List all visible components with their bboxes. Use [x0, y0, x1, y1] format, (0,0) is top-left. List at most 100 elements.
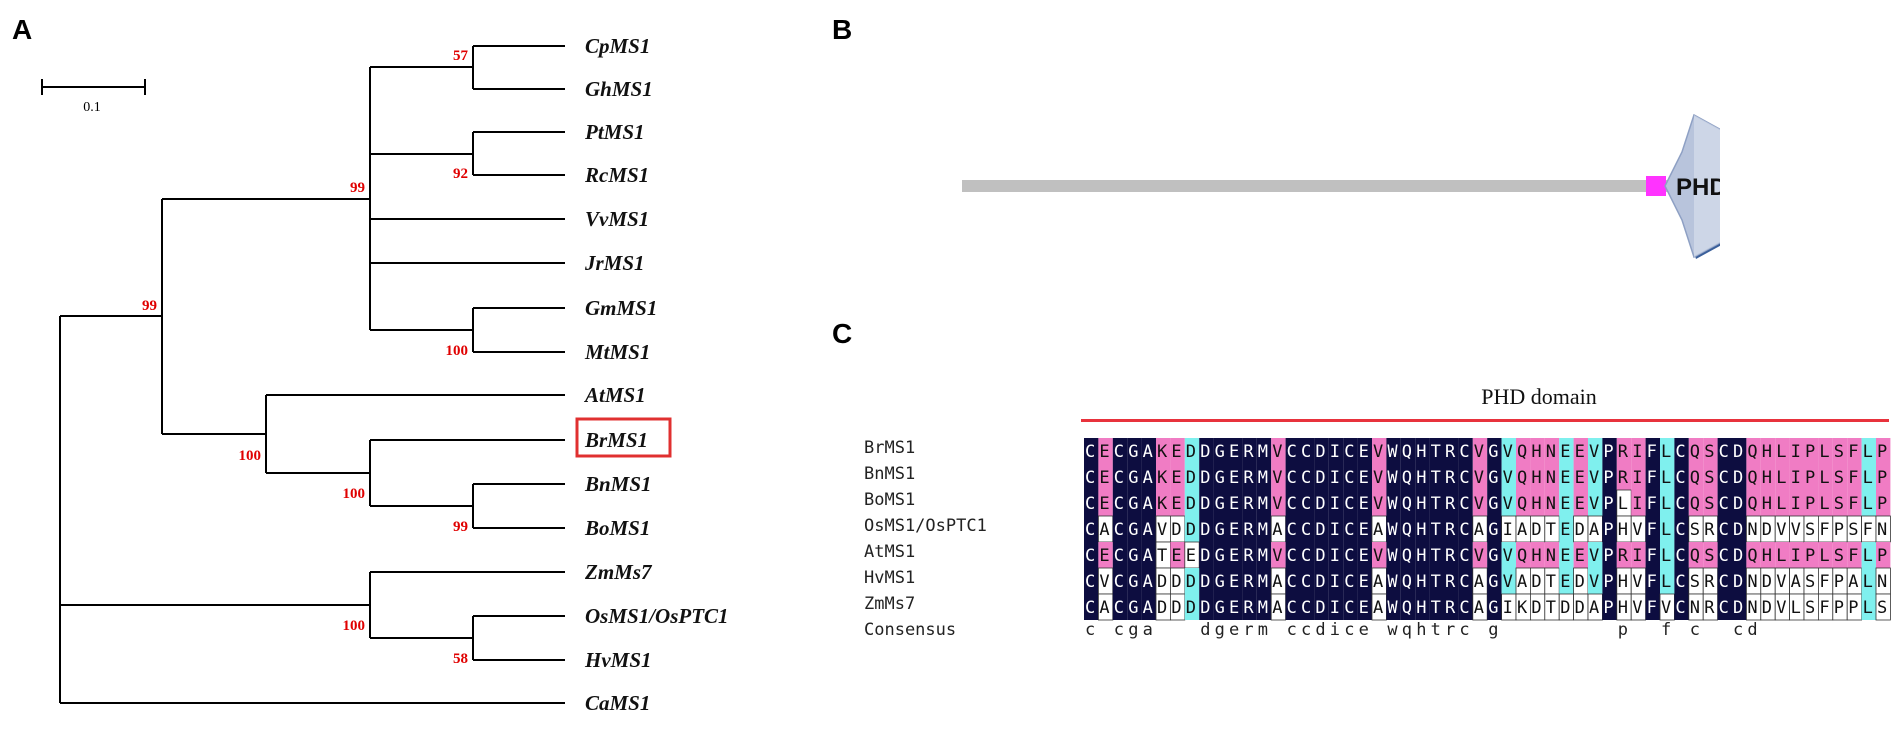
residue-letter: E — [1359, 520, 1369, 540]
residue-letter: S — [1805, 520, 1815, 540]
consensus-letter: f — [1661, 620, 1671, 640]
alignment-cell — [1415, 542, 1430, 568]
residue-letter: G — [1215, 598, 1225, 618]
residue-letter: D — [1200, 572, 1210, 592]
alignment-cell — [1429, 438, 1444, 464]
alignment-cell — [1127, 516, 1142, 542]
alignment-cell — [1487, 516, 1502, 542]
residue-letter: E — [1359, 546, 1369, 566]
leaf-label-highlighted: BrMS1 — [584, 428, 648, 452]
alignment-cell — [1228, 490, 1243, 516]
residue-letter: L — [1661, 442, 1671, 462]
residue-letter: D — [1733, 598, 1743, 618]
residue-letter: P — [1805, 468, 1815, 488]
residue-letter: L — [1776, 442, 1786, 462]
residue-letter: Q — [1690, 468, 1700, 488]
sequence-name: BrMS1 — [864, 438, 915, 458]
alignment-cell — [1141, 438, 1156, 464]
residue-letter: C — [1344, 520, 1354, 540]
residue-letter: S — [1704, 442, 1714, 462]
alignment-cell — [1487, 490, 1502, 516]
residue-letter: R — [1704, 598, 1715, 618]
residue-letter: L — [1819, 494, 1829, 514]
residue-letter: T — [1157, 546, 1167, 566]
consensus-letter: c — [1287, 620, 1297, 640]
residue-letter: D — [1200, 468, 1210, 488]
residue-letter: R — [1445, 598, 1456, 618]
bootstrap-value: 99 — [142, 298, 157, 314]
alignment-cell — [1804, 542, 1819, 568]
residue-letter: V — [1589, 468, 1599, 488]
residue-letter: R — [1243, 546, 1254, 566]
residue-letter: C — [1085, 468, 1095, 488]
alignment-cell — [1501, 542, 1516, 568]
panel-label-b: B — [832, 14, 853, 45]
residue-letter: D — [1531, 520, 1541, 540]
alignment-cell — [1112, 490, 1128, 516]
consensus-letter: w — [1387, 620, 1398, 640]
motif-box — [1646, 176, 1666, 196]
residue-letter: P — [1834, 520, 1844, 540]
alignment-cell — [1688, 438, 1704, 464]
residue-letter: E — [1229, 546, 1239, 566]
residue-letter: H — [1618, 598, 1628, 618]
residue-letter: S — [1805, 572, 1815, 592]
alignment-cell — [1674, 542, 1689, 568]
alignment-cell — [1573, 490, 1588, 516]
residue-letter: H — [1531, 468, 1541, 488]
alignment-cell — [1084, 516, 1099, 542]
residue-letter: I — [1330, 572, 1340, 592]
residue-letter: V — [1589, 572, 1599, 592]
residue-letter: C — [1675, 572, 1685, 592]
alignment-cell — [1228, 464, 1243, 490]
residue-letter: S — [1704, 468, 1714, 488]
bootstrap-value: 92 — [453, 166, 468, 182]
alignment-cell — [1199, 516, 1214, 542]
residue-letter: E — [1560, 520, 1570, 540]
residue-letter: V — [1272, 468, 1282, 488]
residue-letter: L — [1776, 468, 1786, 488]
alignment-cell — [1242, 464, 1257, 490]
residue-letter: W — [1387, 572, 1398, 592]
alignment-cell — [1602, 490, 1617, 516]
residue-letter: C — [1085, 494, 1095, 514]
bootstrap-value: 58 — [453, 651, 468, 667]
residue-letter: H — [1618, 520, 1628, 540]
alignment-cell — [1472, 593, 1488, 621]
alignment-cell — [1631, 542, 1646, 568]
residue-letter: T — [1546, 520, 1556, 540]
alignment-cell — [1141, 594, 1156, 620]
residue-letter: A — [1373, 520, 1383, 540]
alignment-cell — [1400, 438, 1416, 464]
residue-letter: E — [1186, 546, 1196, 566]
alignment-cell — [1501, 490, 1516, 516]
alignment-cell — [1573, 464, 1588, 490]
residue-letter: P — [1603, 442, 1613, 462]
alignment-cell — [1242, 568, 1257, 594]
alignment-cell — [1444, 542, 1459, 568]
leaf-label: OsMS1/OsPTC1 — [585, 604, 729, 628]
residue-letter: W — [1387, 468, 1398, 488]
residue-letter: Q — [1517, 442, 1527, 462]
alignment-cell — [1372, 490, 1387, 516]
residue-letter: S — [1690, 572, 1700, 592]
residue-letter: C — [1459, 546, 1469, 566]
alignment-cell — [1717, 464, 1732, 490]
residue-letter: C — [1675, 520, 1685, 540]
residue-letter: G — [1215, 546, 1225, 566]
residue-letter: F — [1647, 520, 1657, 540]
alignment-cell — [1400, 594, 1416, 620]
alignment-cell — [1645, 438, 1660, 464]
alignment-cell — [1616, 464, 1632, 490]
alignment-cell — [1847, 490, 1862, 516]
phd-domain-label: PHD — [1676, 174, 1720, 201]
residue-letter: A — [1143, 546, 1153, 566]
alignment-cell — [1328, 516, 1344, 542]
alignment-cell — [1732, 542, 1747, 568]
alignment-cell — [1818, 542, 1833, 568]
alignment-cell — [1847, 464, 1862, 490]
residue-letter: V — [1474, 468, 1484, 488]
alignment-cell — [1256, 568, 1272, 594]
residue-letter: C — [1344, 572, 1354, 592]
alignment-cell — [1847, 542, 1862, 568]
